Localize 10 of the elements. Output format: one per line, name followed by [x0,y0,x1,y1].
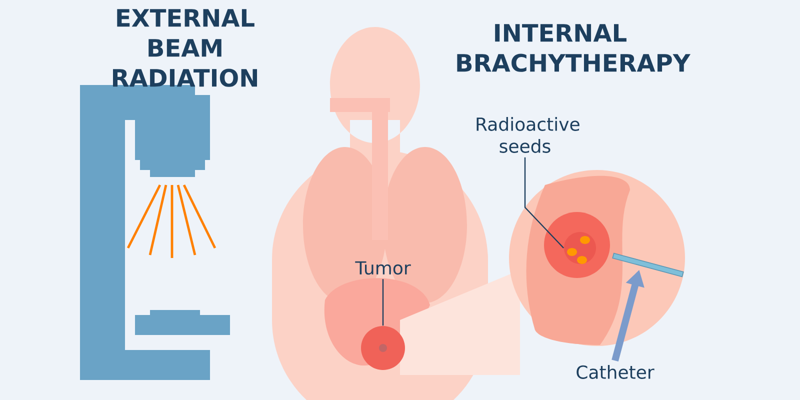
leader-line [382,279,384,326]
catheter-drawing [612,252,684,278]
heading: EXTERNAL BEAM RADIATION [113,9,257,87]
heading: INTERNAL BRACHYTHERAPY [457,24,690,72]
callout-label: Catheter [576,365,654,379]
callout-label: Radioactive seeds [476,117,580,153]
tumor-drawing [361,326,405,370]
seeds-drawing [564,232,596,264]
leader-line [524,157,564,248]
callout-label: Tumor [355,261,411,275]
